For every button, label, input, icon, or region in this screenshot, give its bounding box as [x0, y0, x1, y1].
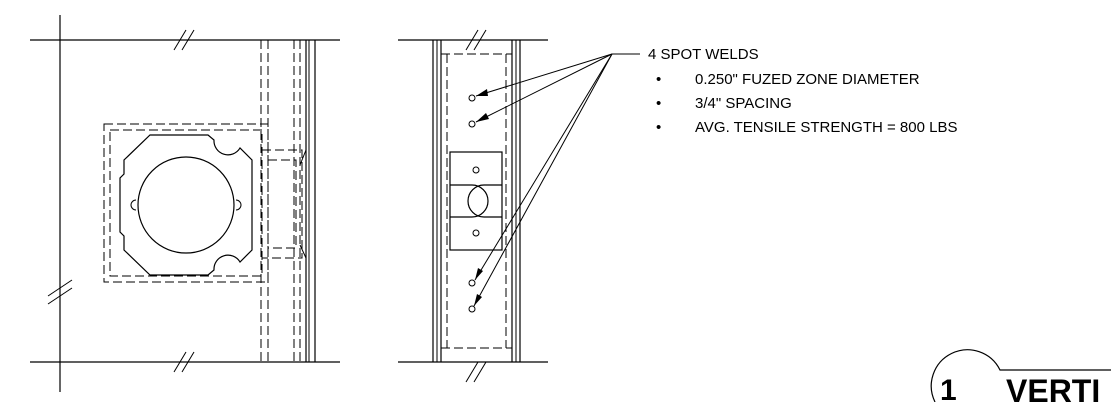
- note-item-1: 0.250" FUZED ZONE DIAMETER: [695, 71, 920, 88]
- stud-hidden: [260, 40, 301, 362]
- track-hidden: [441, 53, 512, 349]
- notes-heading: 4 SPOT WELDS: [648, 46, 759, 63]
- left-elevation-view: [30, 15, 340, 392]
- note-bullet-1: •: [656, 71, 661, 88]
- break-mark-bottom-right: [465, 361, 487, 383]
- note-item-2: 3/4" SPACING: [695, 95, 792, 112]
- note-bullet-3: •: [656, 119, 661, 136]
- right-section-view: [398, 29, 548, 383]
- bracket-clip-hidden: [103, 123, 307, 283]
- weld-leaders: [473, 53, 640, 307]
- detail-bubble: [930, 349, 1111, 402]
- spot-weld-3: [468, 279, 476, 287]
- stud-section: [432, 40, 521, 362]
- weld-notes: 4 SPOT WELDS • 0.250" FUZED ZONE DIAMETE…: [648, 46, 957, 136]
- spot-weld-1: [468, 94, 476, 102]
- break-mark-left: [47, 279, 73, 305]
- break-mark-bottom-left: [173, 351, 195, 373]
- spot-weld-2: [468, 120, 476, 128]
- box-section: [449, 151, 503, 251]
- knockout-circle: [137, 156, 235, 254]
- spot-weld-4: [468, 305, 476, 313]
- box-plate: [119, 134, 253, 276]
- note-bullet-2: •: [656, 95, 661, 112]
- break-mark-top-left: [173, 29, 195, 51]
- spot-welds: [468, 94, 476, 313]
- break-mark-top-right: [465, 29, 487, 51]
- detail-title-text: VERTI: [1006, 373, 1100, 402]
- detail-number: 1: [940, 374, 957, 402]
- detail-title: 1 VERTI: [930, 349, 1111, 402]
- note-item-3: AVG. TENSILE STRENGTH = 800 LBS: [695, 119, 957, 136]
